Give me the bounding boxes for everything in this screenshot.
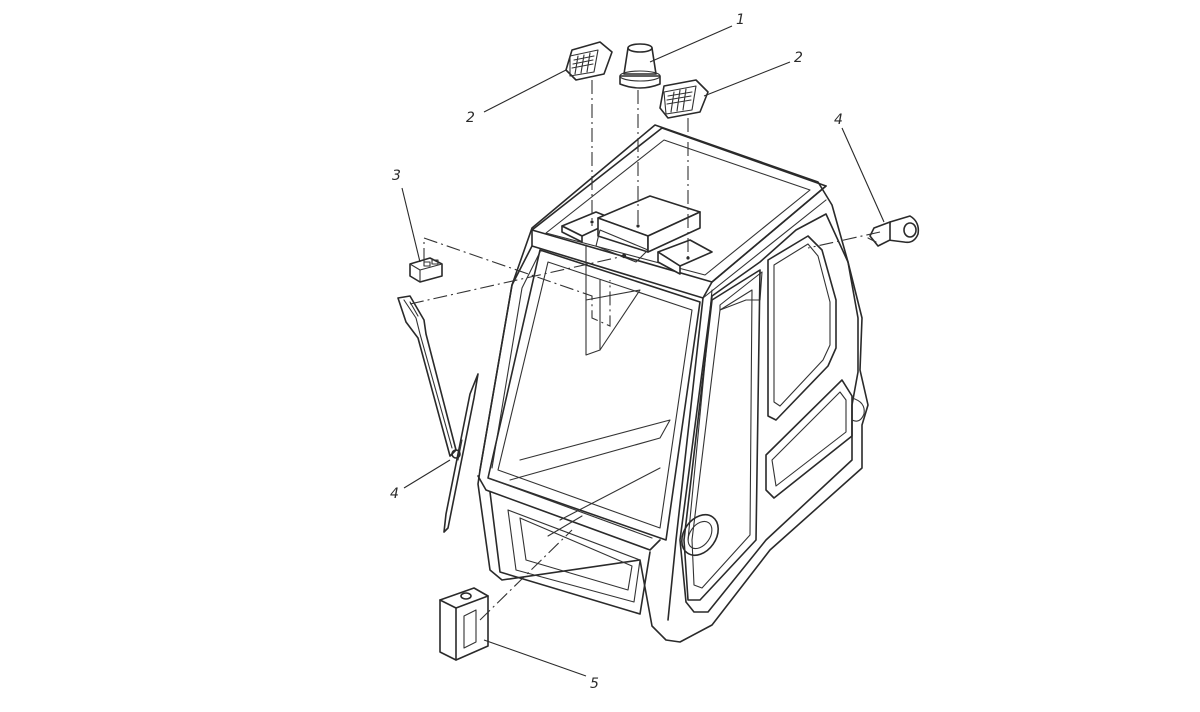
callout-5: 5 <box>590 676 599 692</box>
callout-4-wiper: 4 <box>390 486 399 502</box>
roof-mount-plates <box>561 195 713 275</box>
beacon-light <box>619 43 661 89</box>
leader-lines <box>401 25 885 677</box>
operator-cab <box>477 124 869 643</box>
switch-unit <box>409 257 443 283</box>
washer-tank <box>439 587 489 661</box>
wiper <box>397 295 479 533</box>
callout-2-left: 2 <box>466 110 475 126</box>
callout-4-mirror: 4 <box>834 112 843 128</box>
projection-lines <box>409 80 881 621</box>
callout-labels: 1 2 2 3 4 4 5 <box>390 12 843 692</box>
callout-3: 3 <box>392 168 401 184</box>
work-light-right <box>659 79 709 119</box>
work-light-left <box>565 41 613 81</box>
callout-2-right: 2 <box>794 50 803 66</box>
door-handle <box>681 513 719 557</box>
callout-1: 1 <box>736 12 745 28</box>
mirror <box>867 215 920 247</box>
